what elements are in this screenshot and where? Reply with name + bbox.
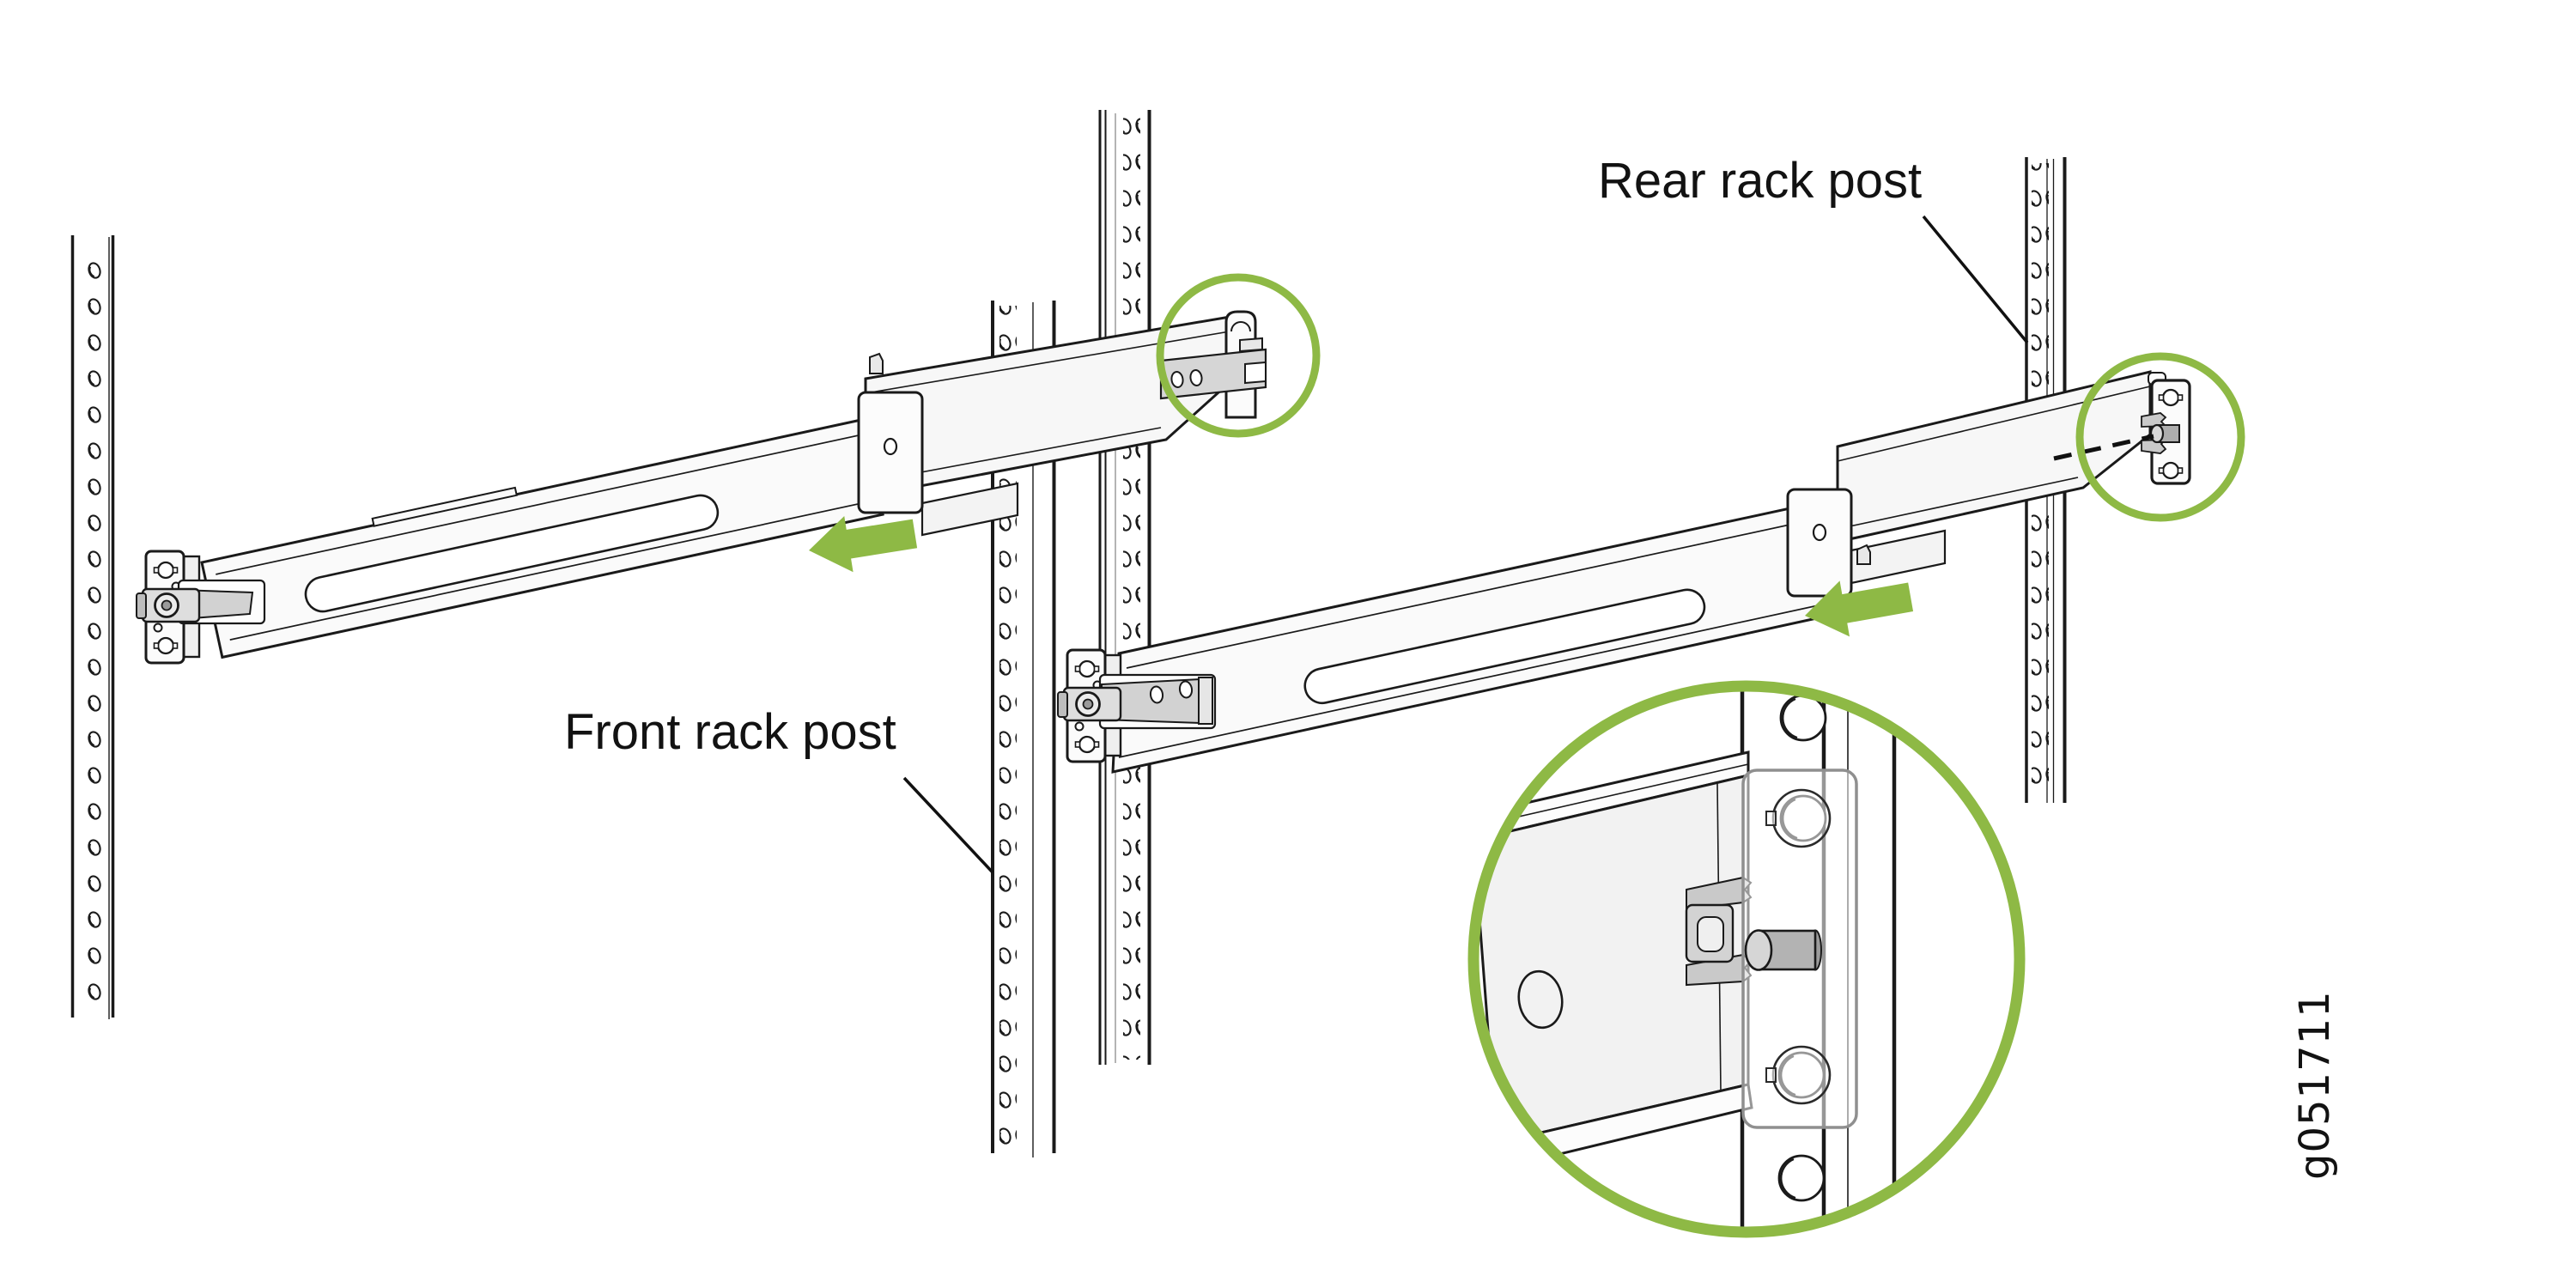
rail-end-magnified <box>1479 750 1753 1170</box>
rear-bracket-pin-magnified-detail <box>1467 680 2026 1238</box>
left-rail-slot <box>304 494 720 613</box>
right-rail-rear-section <box>1836 370 2152 544</box>
left-rail-channel-stub <box>920 482 1019 537</box>
post-hole-strip <box>1123 115 1140 1060</box>
rack-post-front-left <box>70 235 115 1019</box>
rear-bracket-pin-magnified <box>1744 929 1822 971</box>
left-rail-rear-bracket-highlight-circle-icon <box>1156 273 1321 438</box>
rear-rack-post-leader-line <box>1922 215 2029 344</box>
right-rail-rear-bracket-highlight-circle-icon <box>2075 352 2245 522</box>
right-rail-front-bracket <box>1057 648 1217 763</box>
label-rear-rack-post: Rear rack post <box>1598 153 1922 209</box>
right-rail-slot <box>1303 588 1706 705</box>
left-rail-rear-bracket-arm <box>1159 337 1267 400</box>
left-slide-rail <box>136 310 1267 665</box>
post-hole-strip <box>85 244 102 1012</box>
pin-alignment-dashed-line <box>2053 434 2154 461</box>
front-rack-post-leader-line <box>902 776 994 874</box>
right-rail-joint-plate <box>1786 488 1871 598</box>
left-rail-front-bracket <box>136 550 266 665</box>
left-rail-front-channel <box>200 417 884 659</box>
magnifier-circle-icon <box>1467 680 2026 1238</box>
label-front-rack-post: Front rack post <box>564 704 896 760</box>
figure-id: g051711 <box>2291 990 2339 1180</box>
right-rail-rear-bracket-plate <box>2053 372 2191 485</box>
latch-clip-magnified <box>1685 876 1753 987</box>
right-slide-rail <box>1057 370 2191 774</box>
left-rail-joint-plate <box>857 352 924 514</box>
rack-post-rear-left <box>1098 110 1151 1065</box>
